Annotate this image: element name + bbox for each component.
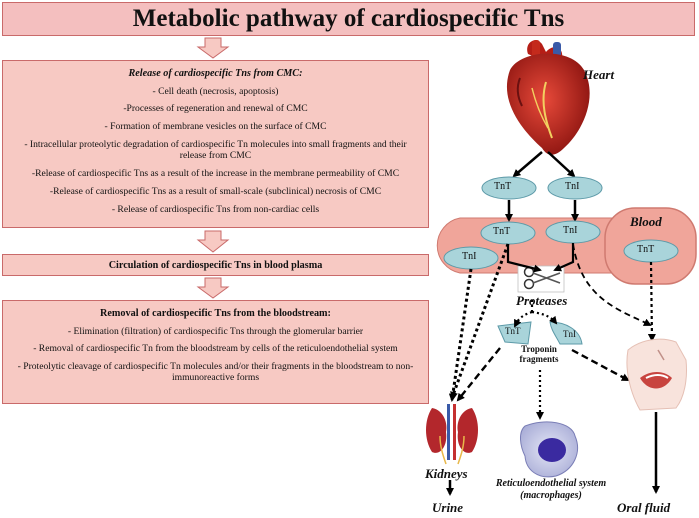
down-arrow-1 <box>196 37 230 59</box>
face-icon <box>626 338 687 411</box>
page-title: Metabolic pathway of cardiospecific Tns <box>132 5 565 32</box>
blood-to-proteases-arrow <box>506 244 542 273</box>
kidneys-icon <box>426 404 478 465</box>
release-item: -Release of cardiospecific Tns as a resu… <box>49 185 382 197</box>
tnt-right-label: TnT <box>637 244 655 255</box>
removal-item: - Elimination (filtration) of cardiospec… <box>67 325 364 337</box>
release-item: - Formation of membrane vesicles on the … <box>104 121 327 133</box>
heart-label: Heart <box>583 67 615 82</box>
macrophage-icon <box>520 421 579 478</box>
fragments-to-kidneys-arrow <box>456 347 501 402</box>
release-item: -Processes of regeneration and renewal o… <box>123 103 308 115</box>
troponin-fragments <box>497 300 583 345</box>
tni-top-label: TnI <box>565 181 580 192</box>
oral-fluid-label: Oral fluid <box>617 500 671 515</box>
removal-title: Removal of cardiospecific Tns from the b… <box>100 308 331 319</box>
removal-panel: Removal of cardiospecific Tns from the b… <box>2 300 429 404</box>
removal-item: - Removal of cardiospecific Tn from the … <box>33 343 398 355</box>
release-item: -Release of cardiospecific Tns as a resu… <box>31 167 400 179</box>
down-arrow-2 <box>196 230 230 253</box>
circulation-panel: Circulation of cardiospecific Tns in blo… <box>2 254 429 276</box>
tnt-node-top <box>481 176 537 200</box>
release-item: - Release of cardiospecific Tns from non… <box>111 203 320 215</box>
tnt-fragment-label: TnT <box>505 326 521 336</box>
tni-node-top <box>547 176 603 200</box>
heart-to-tnt-arrow <box>512 151 543 178</box>
release-panel: Release of cardiospecific Tns from CMC: … <box>2 60 429 228</box>
circulation-title: Circulation of cardiospecific Tns in blo… <box>108 259 323 271</box>
removal-item: - Proteolytic cleavage of cardiospecific… <box>17 361 414 384</box>
tni-fragment-label: TnI <box>563 329 576 339</box>
release-title: Release of cardiospecific Tns from CMC: <box>128 68 303 79</box>
blood-to-proteases-arrow-2 <box>553 243 575 272</box>
release-item: - Intracellular proteolytic degradation … <box>24 138 407 162</box>
tnt-blood-label: TnT <box>493 226 511 237</box>
heart-to-tni-arrow <box>547 151 576 178</box>
title-box: Metabolic pathway of cardiospecific Tns <box>2 2 695 36</box>
tni-to-kidneys-arrow <box>448 268 473 402</box>
urine-label: Urine <box>432 500 464 515</box>
troponin-fragments-label: Troponin fragments <box>519 344 559 364</box>
tnt-top-label: TnT <box>494 181 512 192</box>
tni-blood-label: TnI <box>563 225 578 236</box>
blood-label: Blood <box>630 214 662 229</box>
kidneys-label: Kidneys <box>425 466 468 481</box>
res-label: Reticuloendothelial system (macrophages) <box>495 478 607 501</box>
fragments-to-oral-arrow <box>571 348 630 382</box>
proteases-label: Proteases <box>516 293 568 308</box>
tnt-to-oral-arrow <box>647 261 656 342</box>
heart-icon <box>506 40 590 155</box>
down-arrow-3 <box>196 277 230 299</box>
tni-left-label: TnI <box>462 251 477 262</box>
tni-to-oral-arrow <box>572 243 652 326</box>
release-item: - Cell death (necrosis, apoptosis) <box>152 85 279 97</box>
